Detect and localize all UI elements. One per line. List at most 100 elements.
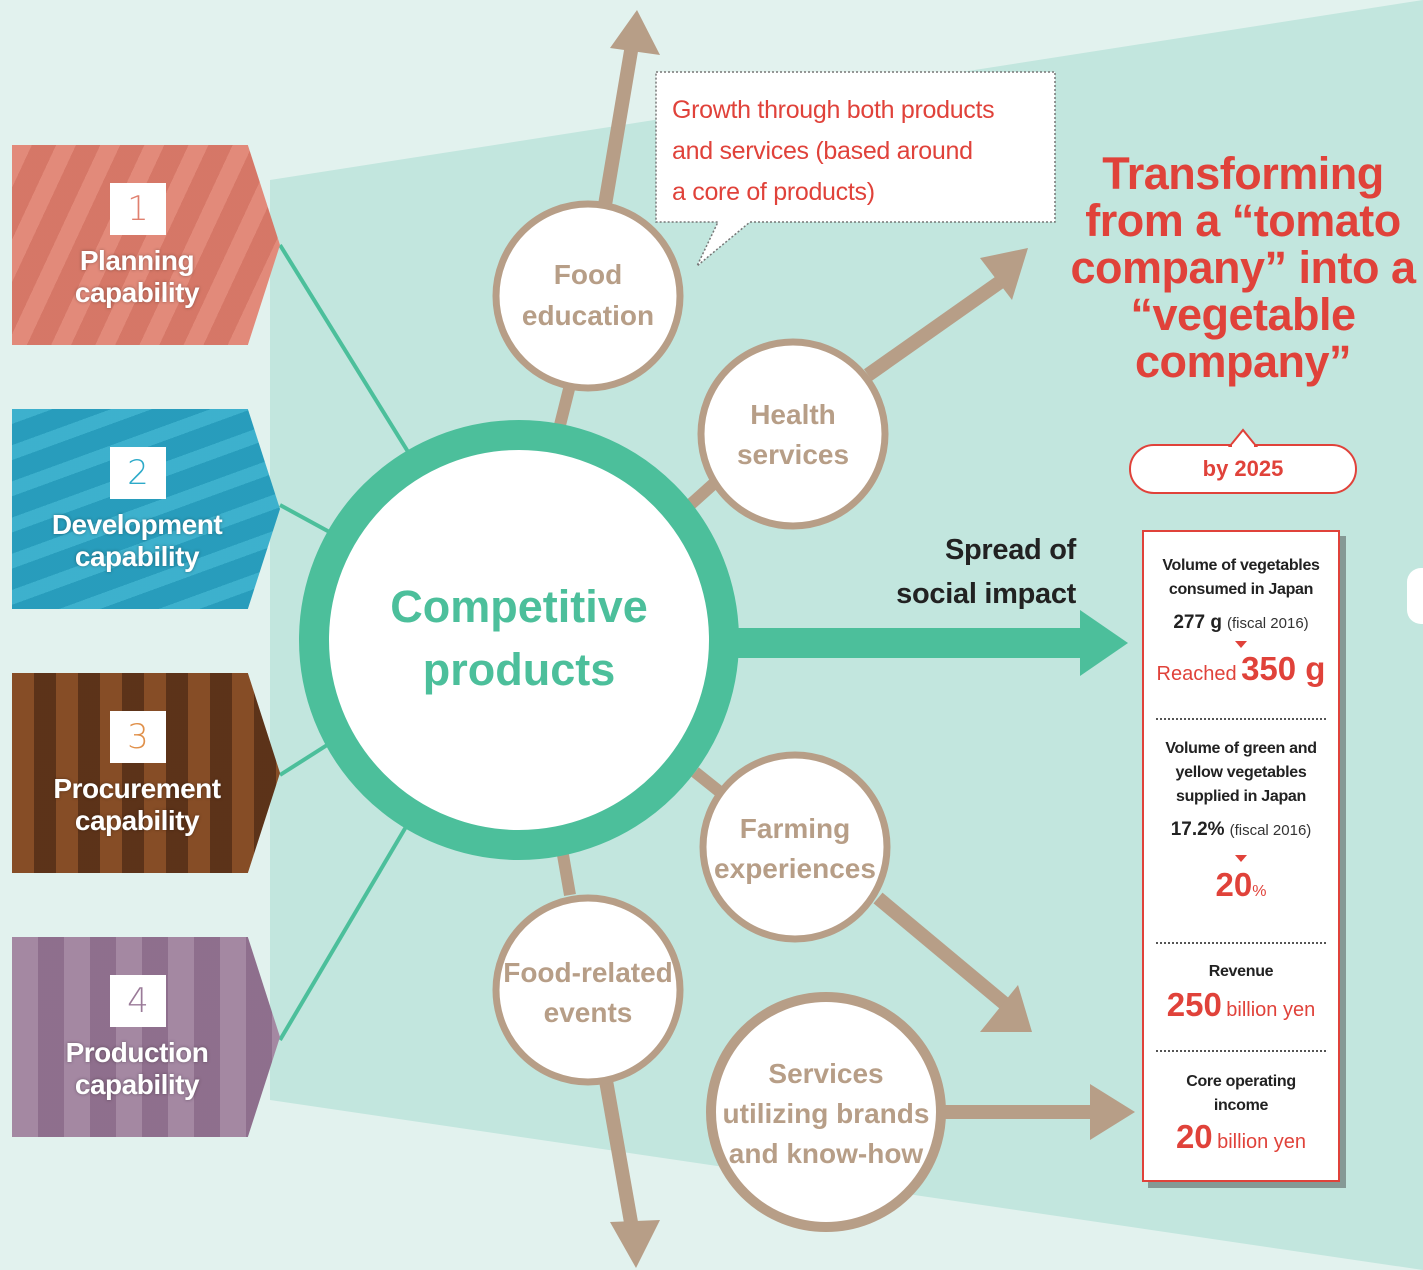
kpi-label: Revenue: [1208, 963, 1274, 980]
service-food-education-line1: Food: [554, 259, 622, 290]
kpi-divider: [1156, 942, 1326, 944]
capability-photo-texture: [12, 673, 280, 873]
capability-label-line1: Procurement: [53, 773, 221, 804]
down-triangle-icon: [1235, 641, 1247, 648]
capability-label: Production capability: [12, 1037, 262, 1101]
service-food-education-line2: education: [522, 300, 654, 331]
kpi-panel: Volume of vegetables consumed in Japan 2…: [1142, 530, 1340, 1182]
kpi-target-unit: billion yen: [1217, 1131, 1307, 1153]
center-circle: [299, 420, 739, 860]
service-health-services: Health services: [697, 338, 889, 530]
kpi-target-prefix: Reached: [1156, 663, 1237, 685]
headline-line4: “vegetable: [1130, 289, 1356, 340]
kpi-current-value: 17.2%: [1170, 819, 1225, 840]
kpi-target: 250 billion yen: [1156, 986, 1326, 1024]
capability-label: Planning capability: [12, 245, 262, 309]
callout-bubble: [655, 71, 1056, 267]
service-health-services-line1: Health: [750, 399, 836, 430]
kpi-current: 17.2% (fiscal 2016): [1156, 815, 1326, 845]
kpi-divider: [1156, 718, 1326, 720]
stem-food-events: [557, 853, 576, 897]
service-food-events: Food-related events: [492, 894, 684, 1086]
kpi-vegetables: Volume of vegetables consumed in Japan 2…: [1156, 554, 1326, 688]
callout-line3: a core of products): [672, 178, 875, 206]
center-label-line2: products: [423, 644, 616, 695]
capability-number: 4: [110, 975, 166, 1027]
capability-photo-texture: [12, 937, 280, 1137]
kpi-label-line2: yellow vegetables: [1175, 764, 1307, 781]
capability-photo-texture: [12, 145, 280, 345]
callout-line1: Growth through both products: [672, 96, 995, 124]
capability-label-line2: capability: [74, 805, 200, 836]
kpi-label-line1: Volume of vegetables: [1162, 557, 1320, 574]
headline-line3: company” into a: [1070, 242, 1416, 293]
service-brands-line1: Services: [768, 1058, 883, 1089]
service-food-events-line2: events: [544, 997, 633, 1028]
kpi-current-value: 277 g: [1173, 612, 1222, 633]
capability-label-line1: Development: [51, 509, 223, 540]
service-farming-line2: experiences: [714, 853, 876, 884]
arrow-down-right: [873, 892, 1032, 1032]
target-pill: [1129, 428, 1357, 494]
kpi-current: 277 g (fiscal 2016): [1156, 608, 1326, 638]
kpi-target-value: 250: [1166, 986, 1222, 1023]
capability-procurement: 3 Procurement capability: [12, 673, 280, 873]
service-brands-line3: and know-how: [729, 1138, 924, 1169]
service-health-services-line2: services: [737, 439, 849, 470]
kpi-current-note: (fiscal 2016): [1229, 822, 1312, 839]
headline-line1: Transforming: [1102, 148, 1384, 199]
connector-development: [279, 503, 336, 537]
spread-label: Spread of social impact: [890, 528, 1076, 616]
kpi-label-line3: supplied in Japan: [1175, 788, 1307, 805]
kpi-green-yellow: Volume of green and yellow vegetables su…: [1156, 737, 1326, 904]
headline: Transforming from a “tomato company” int…: [1058, 150, 1423, 385]
connector-procurement: [278, 738, 337, 777]
headline-line5: company”: [1134, 336, 1352, 387]
capability-development: 2 Development capability: [12, 409, 280, 609]
target-year: by 2025: [1202, 456, 1284, 481]
kpi-label-line1: Core operating: [1186, 1073, 1296, 1090]
spread-line2: social impact: [896, 578, 1076, 610]
service-farming-experiences: Farming experiences: [699, 751, 891, 943]
arrow-up-right: [863, 248, 1028, 381]
capability-label-line2: capability: [74, 541, 200, 572]
service-food-education: Food education: [492, 200, 684, 392]
capability-label-line1: Planning: [79, 245, 195, 276]
kpi-current-note: (fiscal 2016): [1226, 615, 1309, 632]
service-food-events-line1: Food-related: [503, 957, 673, 988]
stem-food-education: [554, 383, 576, 427]
capability-photo-texture: [12, 409, 280, 609]
capability-label-line2: capability: [74, 1069, 200, 1100]
spread-line1: Spread of: [944, 534, 1076, 566]
kpi-target-unit: billion yen: [1226, 999, 1316, 1021]
kpi-label-line1: Volume of green and: [1165, 740, 1317, 757]
capability-label-line2: capability: [74, 277, 200, 308]
kpi-target: 20%: [1156, 866, 1326, 904]
capability-production: 4 Production capability: [12, 937, 280, 1137]
kpi-label-line2: income: [1213, 1097, 1269, 1114]
center-label-line1: Competitive: [390, 581, 648, 632]
callout-text: Growth through both products and service…: [672, 90, 1052, 213]
side-tab: [1407, 568, 1423, 624]
callout-line2: and services (based around: [672, 137, 973, 165]
down-triangle-icon: [1235, 855, 1247, 862]
headline-line2: from a “tomato: [1085, 195, 1401, 246]
service-brands-knowhow: Services utilizing brands and know-how: [706, 992, 946, 1232]
kpi-target: Reached 350 g: [1156, 650, 1326, 688]
capability-number: 1: [110, 183, 166, 235]
kpi-target-value: 20: [1175, 1118, 1213, 1155]
service-farming-line1: Farming: [740, 813, 850, 844]
arrow-up: [598, 10, 660, 207]
kpi-target: 20 billion yen: [1156, 1118, 1326, 1156]
capability-label: Development capability: [12, 509, 262, 573]
kpi-core-income: Core operating income 20 billion yen: [1156, 1070, 1326, 1156]
arrow-social-impact: [735, 610, 1128, 676]
arrow-right-brown: [918, 1084, 1135, 1140]
kpi-target-value: 20: [1215, 866, 1253, 903]
service-brands-line2: utilizing brands: [723, 1098, 930, 1129]
capability-number: 3: [110, 711, 166, 763]
connector-planning: [278, 243, 412, 457]
capability-label: Procurement capability: [12, 773, 262, 837]
kpi-target-unit: %: [1252, 883, 1267, 900]
